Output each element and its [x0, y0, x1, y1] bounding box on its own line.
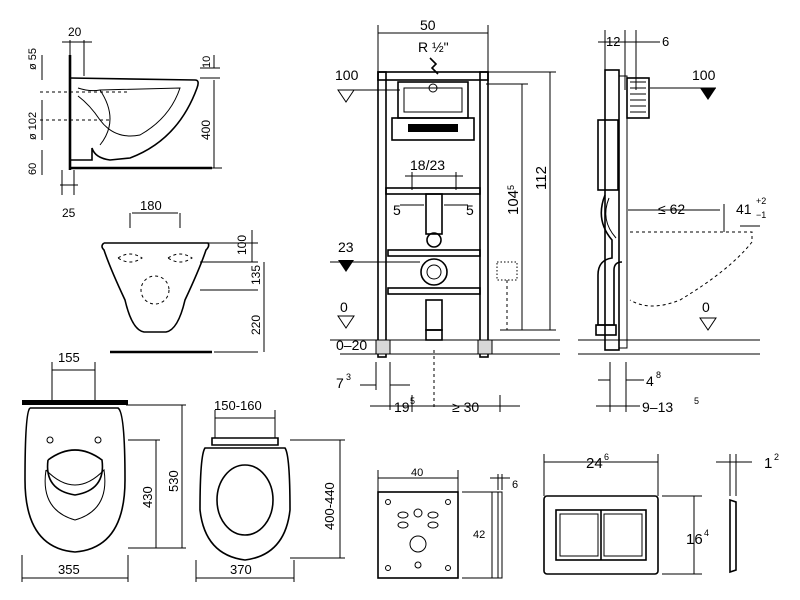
label-seat-top-width: 155 [58, 350, 80, 365]
label-plate-height: 42 [473, 529, 485, 541]
label-frame-offset-left: 5 [393, 202, 401, 218]
label-front-low: 220 [249, 315, 263, 335]
label-side2-foot: 4 [646, 373, 654, 389]
label-frame-wall-gap: ≥ 30 [452, 399, 479, 415]
label-side-low: 60 [27, 163, 39, 175]
label-plate-width: 40 [411, 467, 423, 479]
label-side2-range-sup: 5 [694, 396, 699, 406]
label-side-pipe-dia: ø 55 [27, 48, 39, 70]
label-button-width: 24 [586, 455, 603, 472]
wc-side-view: 20 ø 55 ø 102 60 10 400 25 [27, 25, 222, 220]
label-side2-range: 9–13 [642, 399, 673, 415]
label-side2-level: 100 [692, 67, 716, 83]
label-side2-top-a: 12 [606, 34, 620, 49]
label-side-top-width: 20 [68, 25, 82, 39]
label-button-depth: 1 [764, 455, 772, 472]
label-frame-floor: 0 [340, 299, 348, 315]
label-frame-floor-range: 0–20 [336, 337, 367, 353]
wc-front-view: 180 100 135 220 [101, 198, 265, 354]
label-frame-foot2-sup: 5 [410, 396, 415, 406]
label-side2-tol-plus: +2 [756, 196, 766, 206]
label-lid-width: 370 [230, 562, 252, 577]
label-seat-width: 355 [58, 562, 80, 577]
label-plate-thickness: 6 [512, 479, 518, 491]
label-seat-height-outer: 530 [166, 470, 181, 492]
label-side-rim: 10 [201, 56, 213, 68]
label-side2-depth: ≤ 62 [658, 201, 685, 217]
label-side2-top-b: 6 [662, 34, 669, 49]
label-frame-foot-sup: 3 [346, 372, 351, 382]
seat-view: 155 430 530 355 [21, 350, 186, 582]
label-frame-inlet: R ½" [418, 39, 449, 55]
label-side2-foot-sup: 8 [656, 370, 661, 380]
label-front-top: 100 [235, 235, 249, 255]
label-button-height-sup: 4 [704, 528, 709, 538]
frame-side-view: 12 6 100 ≤ 62 41 +2 −1 0 4 8 9–13 5 [578, 30, 766, 415]
lid-view: 150-160 400-440 370 [195, 398, 345, 582]
label-side2-floor: 0 [702, 299, 710, 315]
label-frame-foot: 7 [336, 375, 344, 391]
label-side2-height: 41 [736, 201, 752, 217]
label-frame-width: 50 [420, 17, 436, 33]
label-frame-offset-right: 5 [466, 202, 474, 218]
label-frame-level-top: 100 [335, 67, 359, 83]
label-frame-water: 23 [338, 239, 354, 255]
label-frame-height-total: 112 [533, 166, 550, 190]
label-side-height: 400 [199, 120, 213, 140]
label-seat-height-inner: 430 [140, 486, 155, 508]
label-frame-foot2: 19 [394, 399, 410, 415]
plate-view: 40 6 42 [377, 467, 518, 579]
frame-front-view: 50 R ½" 100 18/23 5 5 23 0 0–20 112 104 … [330, 17, 560, 415]
label-side2-tol-minus: −1 [756, 210, 766, 220]
label-side-base: 25 [62, 206, 76, 220]
label-frame-height-inner-sup: 5 [506, 185, 516, 190]
label-front-mid: 135 [249, 265, 263, 285]
label-frame-spacing: 18/23 [410, 157, 445, 173]
label-button-height: 16 [686, 531, 703, 548]
label-frame-height-inner: 104 [505, 190, 522, 215]
label-button-width-sup: 6 [604, 452, 609, 462]
label-lid-top-width: 150-160 [214, 398, 262, 413]
label-side-outlet-dia: ø 102 [27, 112, 39, 140]
label-front-width: 180 [140, 198, 162, 213]
label-button-depth-sup: 2 [774, 452, 779, 462]
label-lid-height: 400-440 [322, 482, 337, 530]
button-view: 24 6 1 2 16 4 [543, 452, 779, 575]
